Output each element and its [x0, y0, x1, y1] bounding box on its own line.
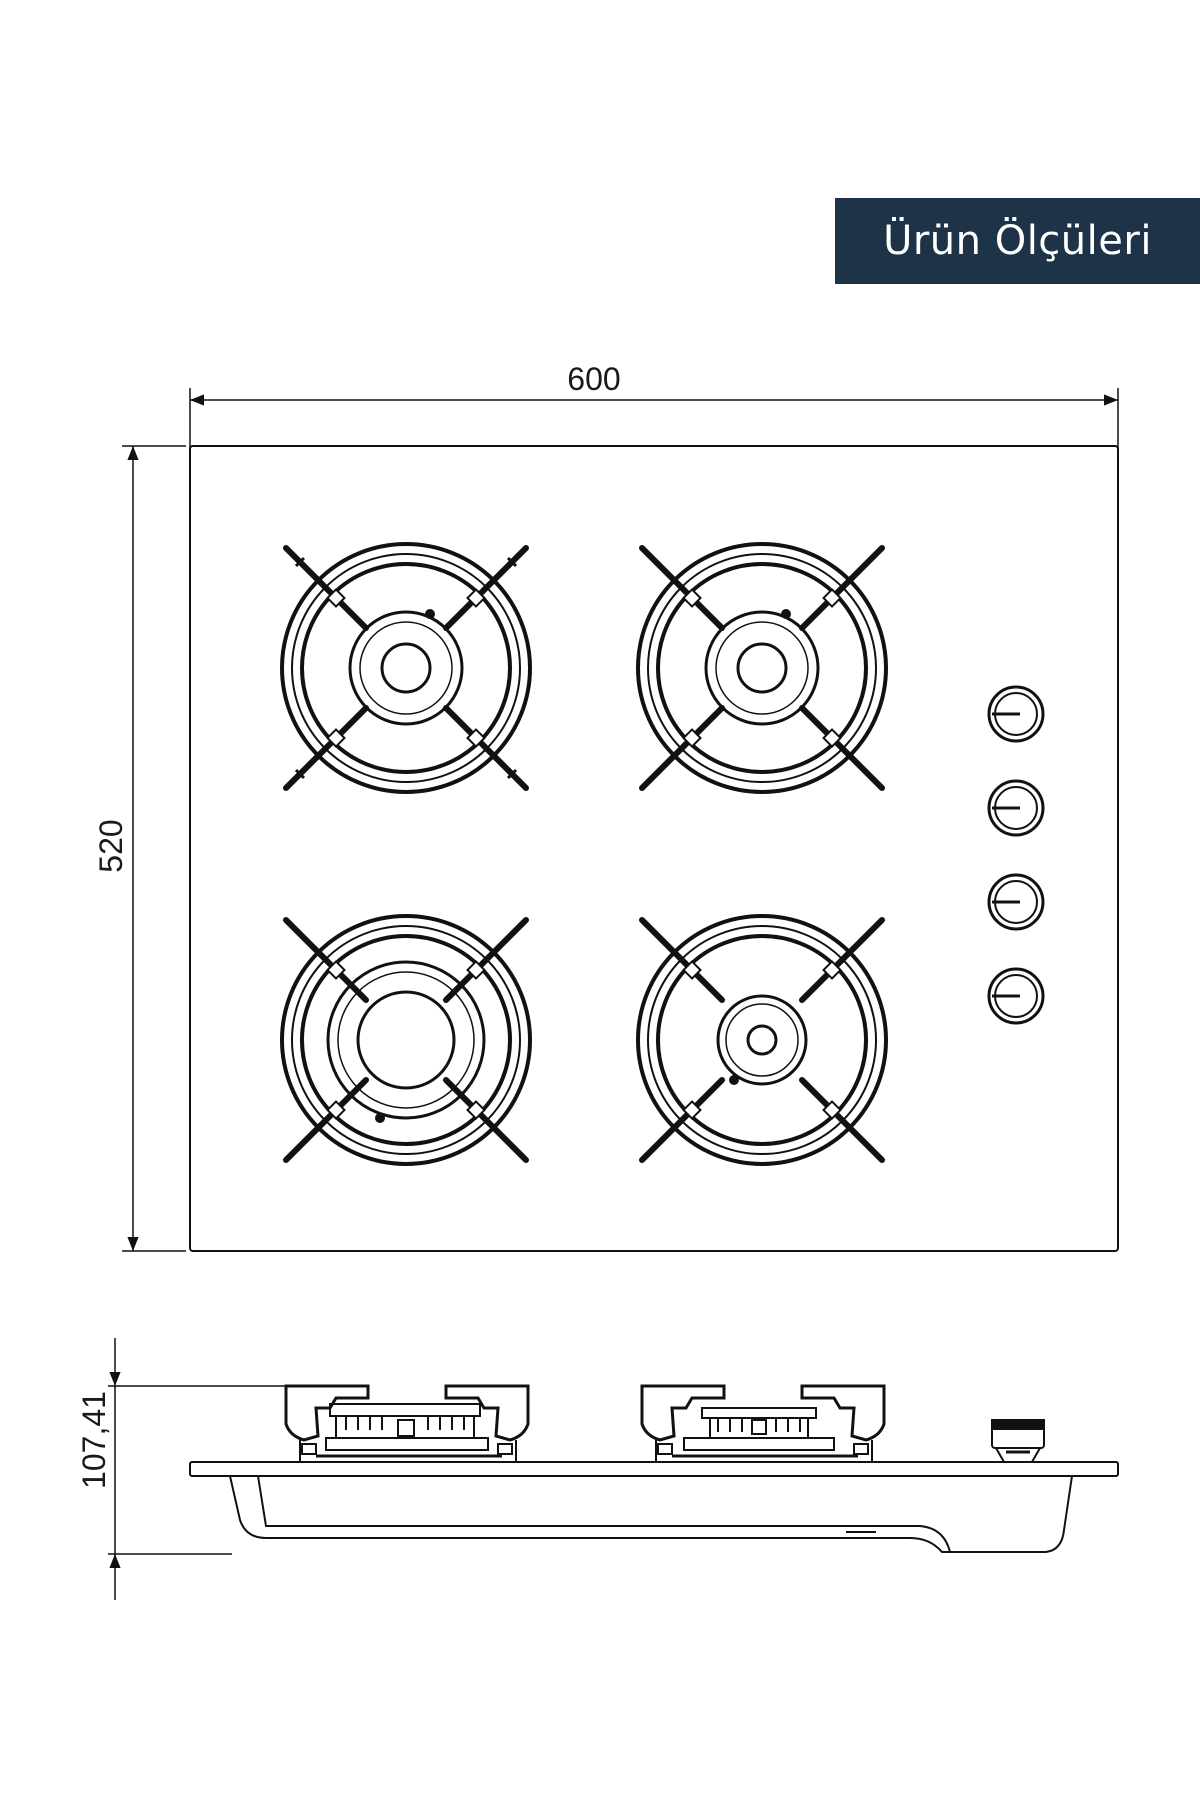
- side-burner-right: [640, 1384, 886, 1462]
- side-view: [189, 1384, 1119, 1553]
- knob-2: [987, 779, 1045, 837]
- knob-4: [987, 967, 1045, 1025]
- side-burner-left: [284, 1384, 530, 1462]
- burner-bottom-left: [280, 914, 532, 1166]
- width-dimension: 600: [189, 361, 1119, 448]
- depth-dimension: 520: [93, 445, 186, 1252]
- burner-top-left: [280, 542, 532, 794]
- control-knobs: [987, 685, 1045, 1025]
- depth-label: 520: [93, 819, 129, 872]
- height-dimension: 107,41: [76, 1338, 286, 1600]
- side-knob: [991, 1419, 1045, 1463]
- cooktop-plate: [189, 445, 1119, 1252]
- burner-top-right: [636, 542, 888, 794]
- height-label: 107,41: [76, 1391, 112, 1489]
- knob-1: [987, 685, 1045, 743]
- knob-3: [987, 873, 1045, 931]
- product-dimensions-title: Ürün Ölçüleri: [835, 198, 1200, 284]
- burner-bottom-right: [636, 914, 888, 1166]
- width-label: 600: [567, 361, 620, 397]
